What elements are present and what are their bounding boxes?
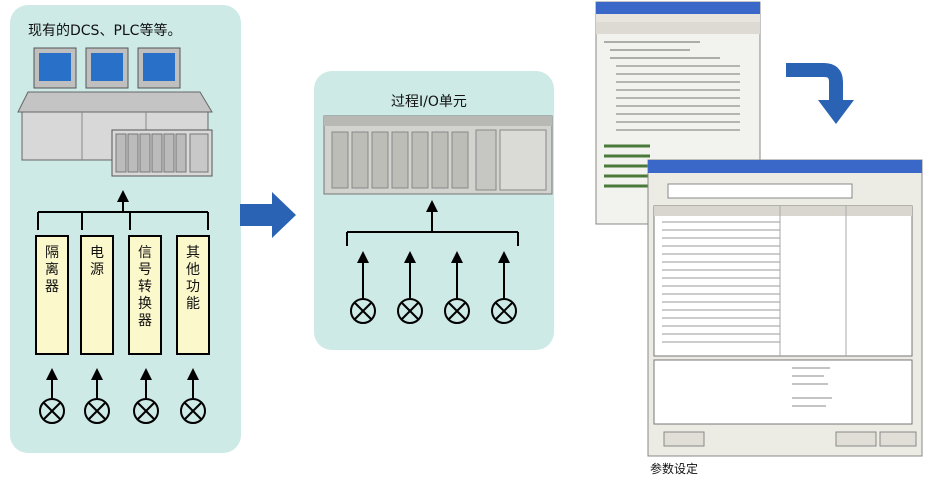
left-panel-title: 现有的DCS、PLC等等。 [28, 23, 182, 39]
power-module: 电 源 [80, 235, 114, 355]
module-label: 信 号 转 换 器 [138, 245, 152, 329]
other-function-module: 其 他 功 能 [176, 235, 210, 355]
left-panel [10, 5, 241, 453]
parameter-setting-caption: 参数设定 [650, 462, 699, 476]
arrow-right-icon [240, 192, 296, 238]
curved-arrow-icon [786, 63, 854, 124]
software-window-front [647, 159, 923, 457]
isolator-module: 隔 离 器 [35, 235, 69, 355]
module-label: 电 源 [90, 245, 104, 278]
middle-panel [314, 71, 554, 350]
signal-converter-module: 信 号 转 换 器 [128, 235, 162, 355]
module-label: 隔 离 器 [45, 245, 59, 295]
module-label: 其 他 功 能 [186, 245, 200, 312]
middle-panel-title: 过程I/O单元 [391, 94, 467, 110]
software-window-back [595, 1, 761, 225]
